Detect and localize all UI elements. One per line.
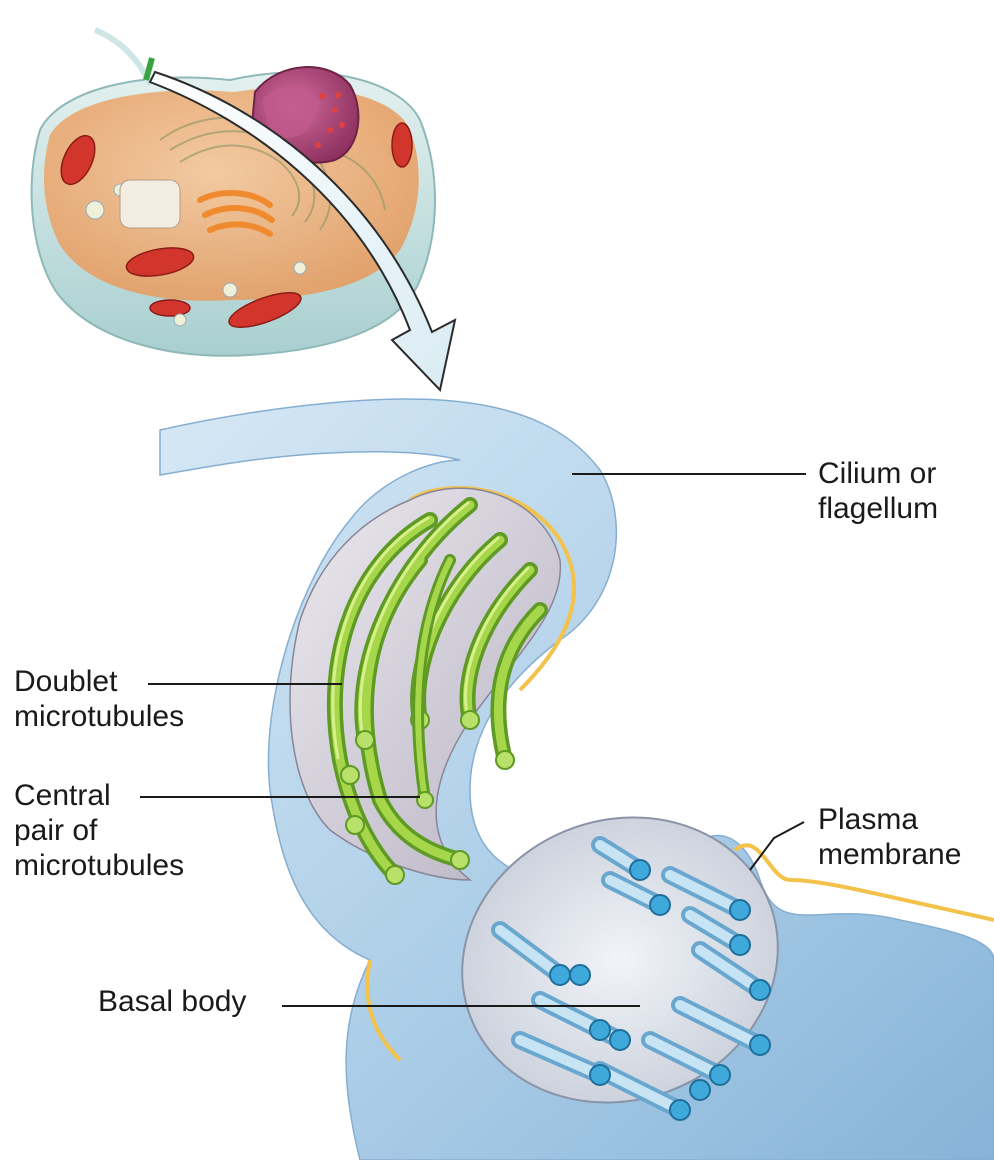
- label-line: pair of: [14, 813, 184, 848]
- leader-line-plasma: [750, 822, 804, 870]
- label-line: membrane: [818, 837, 961, 872]
- label-cilium-or-flagellum: Cilium or flagellum: [818, 456, 938, 526]
- cell-cilium-base: [146, 58, 152, 80]
- label-line: microtubules: [14, 848, 184, 883]
- label-line: Cilium or: [818, 456, 938, 491]
- label-line: flagellum: [818, 491, 938, 526]
- cell-cilium: [95, 30, 150, 85]
- label-line: Plasma: [818, 802, 961, 837]
- label-basal-body: Basal body: [98, 984, 246, 1019]
- label-line: Central: [14, 778, 184, 813]
- cell: [32, 30, 435, 356]
- label-line: Basal body: [98, 984, 246, 1019]
- label-line: microtubules: [14, 699, 184, 734]
- label-plasma-membrane: Plasma membrane: [818, 802, 961, 872]
- cytoskeleton-structure: [120, 180, 180, 228]
- label-central-pair: Central pair of microtubules: [14, 778, 184, 883]
- label-line: Doublet: [14, 664, 184, 699]
- label-doublet-microtubules: Doublet microtubules: [14, 664, 184, 734]
